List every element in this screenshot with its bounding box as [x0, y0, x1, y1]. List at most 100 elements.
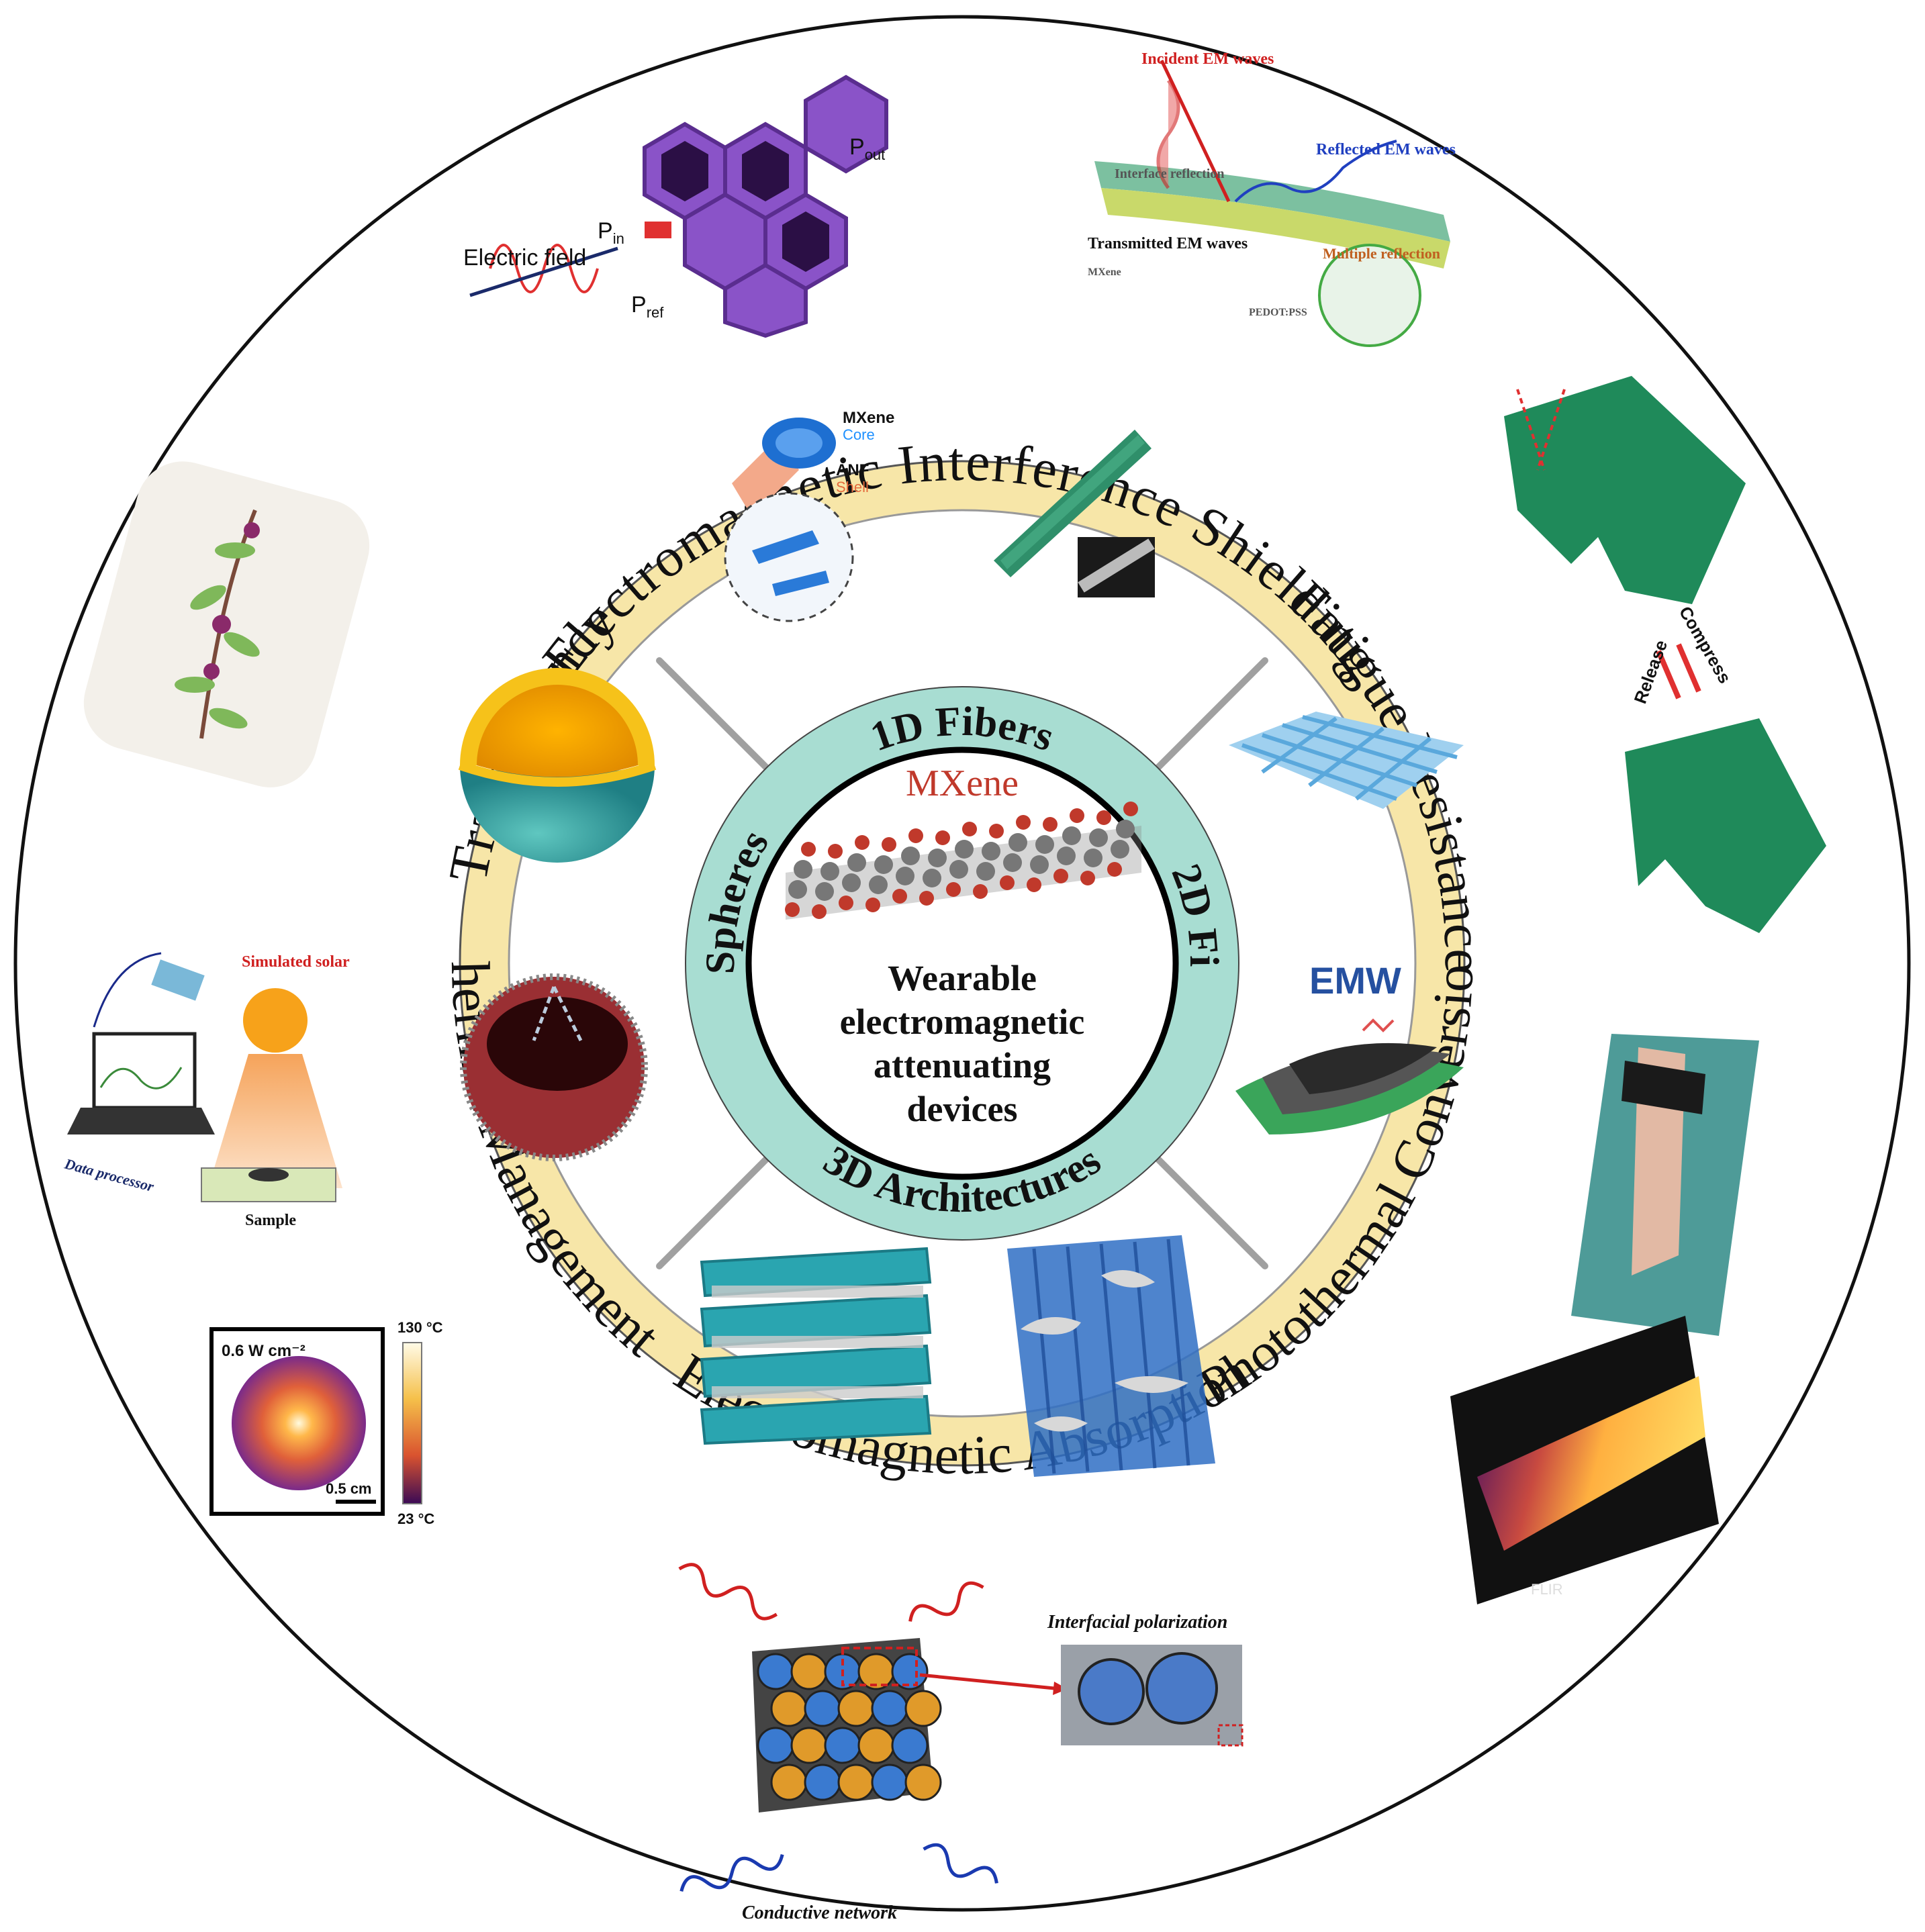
heatmap-max-label: 130 °C [397, 1319, 443, 1336]
lattice-atom [923, 869, 941, 887]
lattice-atom [1116, 820, 1135, 838]
absorber-sphere [857, 1727, 895, 1764]
photothermal-setup-image: Simulated solar Data processor Sample [62, 952, 350, 1229]
absorber-sphere [757, 1653, 794, 1690]
center-caption-line-4: devices [907, 1089, 1018, 1129]
lattice-atom [892, 889, 907, 904]
lattice-atom [1008, 833, 1027, 852]
lattice-atom [1057, 847, 1076, 865]
center-caption-line-1: Wearable [888, 958, 1037, 998]
lattice-atom [842, 873, 861, 892]
absorber-sphere [891, 1653, 929, 1690]
p-out-label: P [849, 134, 865, 160]
lattice-atom [1027, 877, 1041, 892]
interface-reflection-label: Interface reflection [1115, 166, 1224, 181]
center-caption-line-2: electromagnetic [840, 1002, 1085, 1042]
lattice-atom [1096, 810, 1111, 825]
absorber-sphere [770, 1764, 808, 1801]
lattice-atom [989, 824, 1004, 838]
absorber-sphere [871, 1764, 908, 1801]
lattice-atom [1043, 817, 1058, 832]
heatmap-scale-label: 0.5 cm [326, 1480, 372, 1497]
lattice-atom [1003, 853, 1022, 872]
lattice-atom [1030, 855, 1049, 874]
absorber-sphere [837, 1764, 875, 1801]
absorber-sphere [837, 1690, 875, 1727]
simulated-solar-label: Simulated solar [242, 953, 350, 971]
absorber-sphere [891, 1727, 929, 1764]
flir-label: FLIR [1531, 1581, 1563, 1598]
center-caption-line-3: attenuating [874, 1045, 1051, 1085]
lattice-atom [788, 880, 807, 899]
absorber-sphere [757, 1727, 794, 1764]
mxene-title: MXene [906, 763, 1019, 804]
lattice-atom [820, 862, 839, 881]
lattice-atom [982, 842, 1000, 861]
emw-film-image: EMW [1235, 959, 1464, 1134]
fiber-shell-sub: Shell [836, 479, 869, 495]
lattice-atom [839, 896, 853, 910]
porous-sphere-image [460, 973, 648, 1161]
thermal-image: FLIR [1450, 1316, 1719, 1604]
lattice-atom [935, 830, 950, 845]
absorber-sphere [790, 1727, 828, 1764]
absorber-sphere [871, 1690, 908, 1727]
emi-field-label: Electric field [463, 245, 586, 271]
hollow-sphere-image [458, 668, 657, 863]
fiber-core-label: MXene [843, 409, 894, 427]
absorber-sphere [790, 1653, 828, 1690]
lattice-atom [1084, 849, 1102, 867]
heatmap-power-label: 0.6 W cm⁻² [222, 1342, 306, 1360]
absorption-network-image: Interfacial polarization Conductive netw… [678, 1563, 1243, 1923]
lattice-atom [865, 898, 880, 912]
lattice-atom [946, 882, 961, 897]
lattice-atom [1035, 835, 1054, 854]
transparency-plant-image [83, 461, 370, 787]
absorber-sphere [904, 1764, 942, 1801]
lattice-atom [1000, 875, 1015, 890]
aligned-3d-image [1007, 1235, 1215, 1477]
lattice-atom [785, 902, 800, 917]
lattice-atom [794, 860, 812, 879]
lattice-atom [919, 891, 934, 906]
lattice-atom [869, 875, 888, 894]
emi-waves-image: Incident EM waves Reflected EM waves Int… [1088, 50, 1456, 347]
lattice-atom [815, 882, 834, 901]
p-in-label: P [598, 218, 613, 244]
fiber-core-sub: Core [843, 426, 875, 443]
lattice-atom [1070, 808, 1084, 823]
lattice-atom [1080, 871, 1095, 885]
heatmap-image: 0.6 W cm⁻² 0.5 cm 130 °C 23 °C [209, 1319, 443, 1527]
interfacial-polarization-label: Interfacial polarization [1047, 1612, 1227, 1633]
lattice-atom [855, 835, 870, 850]
svg-text:Pin: Pin [598, 218, 624, 247]
lattice-atom [874, 855, 893, 874]
wrist-band-image [1571, 1034, 1759, 1336]
lattice-atom [1089, 828, 1108, 847]
fiber-shell-label: ANF [836, 461, 869, 479]
sample-label: Sample [245, 1212, 296, 1229]
fiber-core-shell-image: MXene Core ANF Shell [724, 409, 894, 622]
lattice-atom [973, 884, 988, 899]
emw-label: EMW [1309, 959, 1401, 1002]
lattice-atom [955, 840, 974, 859]
lattice-atom [962, 822, 977, 836]
fiber-micrograph-image [994, 430, 1155, 597]
absorber-sphere [770, 1690, 808, 1727]
conductive-network-label: Conductive network [742, 1902, 897, 1923]
p-out-sub: out [865, 146, 886, 163]
p-ref-sub: ref [647, 304, 665, 321]
absorber-sphere [904, 1690, 942, 1727]
absorber-sphere [804, 1690, 841, 1727]
emi-honeycomb-image: Electric field Pin Pout Pref [463, 75, 888, 338]
pedot-legend-label: PEDOT:PSS [1249, 307, 1307, 318]
lattice-atom [896, 867, 914, 885]
lattice-atom [976, 862, 995, 881]
transmitted-waves-label: Transmitted EM waves [1088, 235, 1248, 252]
lattice-atom [1123, 802, 1138, 816]
mxene-lattice-image [785, 802, 1141, 920]
lattice-atom [1062, 826, 1081, 845]
svg-text:Pref: Pref [631, 292, 664, 321]
lattice-atom [847, 853, 866, 872]
